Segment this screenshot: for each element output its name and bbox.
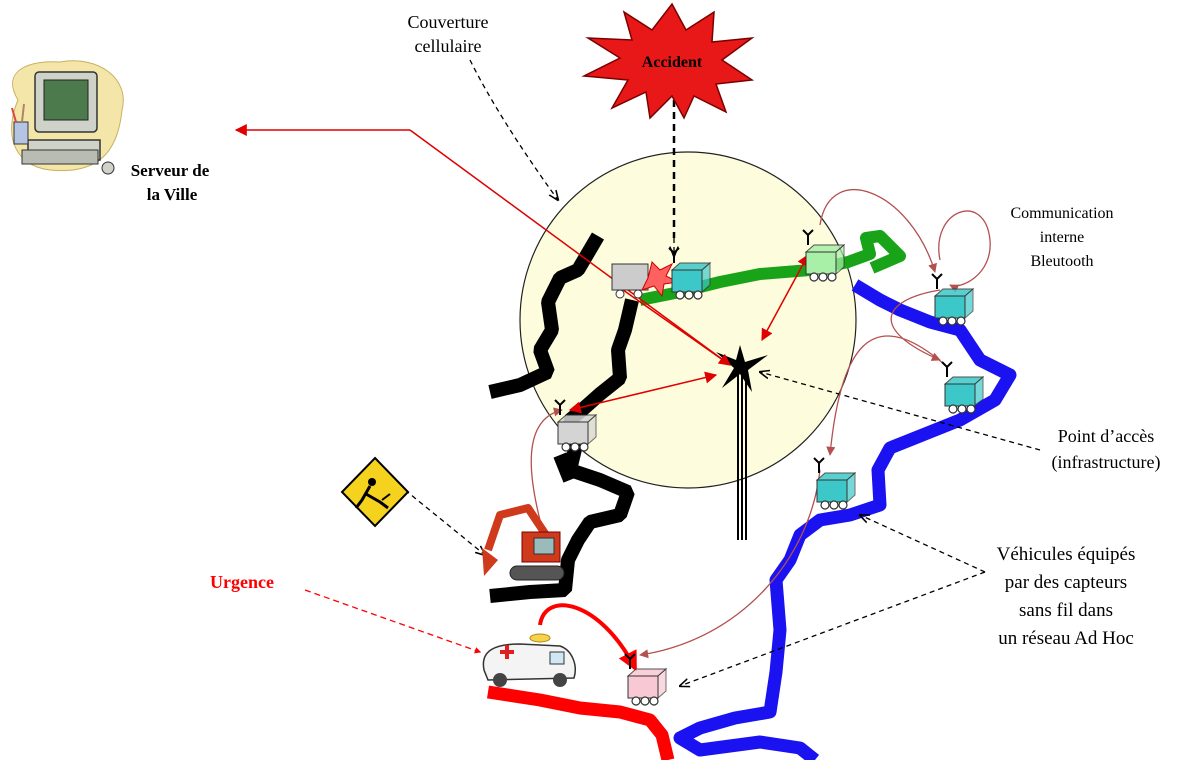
vehicles-label-line1: Véhicules équipés bbox=[997, 544, 1136, 565]
road-blue bbox=[673, 279, 1017, 760]
vehicles-label-line3: sans fil dans bbox=[1019, 600, 1113, 621]
roadwork-sign-icon bbox=[340, 456, 410, 528]
access-point-label-line1: Point d’accès bbox=[1058, 426, 1154, 446]
urgence-label: Urgence bbox=[210, 572, 274, 592]
server-label-line1: Serveur de bbox=[131, 161, 210, 180]
wireless-links bbox=[234, 124, 809, 414]
access-point-label-line2: (infrastructure) bbox=[1052, 452, 1161, 473]
vehicle-blue-road-3-icon bbox=[813, 457, 856, 510]
accident-label: Accident bbox=[642, 54, 703, 71]
crashed-car-icon bbox=[611, 261, 680, 299]
accident-starburst-icon: Accident bbox=[581, 2, 755, 120]
vehicle-blue-road-1-icon bbox=[931, 273, 974, 326]
bluetooth-label-line3: Bleutooth bbox=[1030, 253, 1093, 270]
ambulance-link bbox=[538, 603, 637, 672]
ambulance-icon bbox=[482, 633, 576, 687]
server-label-line2: la Ville bbox=[147, 185, 198, 204]
excavator-icon bbox=[482, 504, 565, 581]
coverage-label-line2: cellulaire bbox=[415, 36, 482, 56]
urgence-arrow bbox=[304, 589, 482, 654]
road-red bbox=[487, 685, 675, 760]
access-point-tower-icon bbox=[716, 345, 768, 540]
vehicles-label-line4: un réseau Ad Hoc bbox=[998, 628, 1134, 649]
bluetooth-label-line1: Communication bbox=[1010, 205, 1113, 222]
server-computer-icon bbox=[11, 60, 124, 175]
bluetooth-label-line2: interne bbox=[1040, 229, 1084, 246]
bluetooth-arcs bbox=[530, 189, 991, 659]
annotation-arrows bbox=[404, 59, 1041, 686]
coverage-label-line1: Couverture bbox=[408, 12, 489, 32]
vehicles-label-line2: par des capteurs bbox=[1005, 572, 1127, 593]
